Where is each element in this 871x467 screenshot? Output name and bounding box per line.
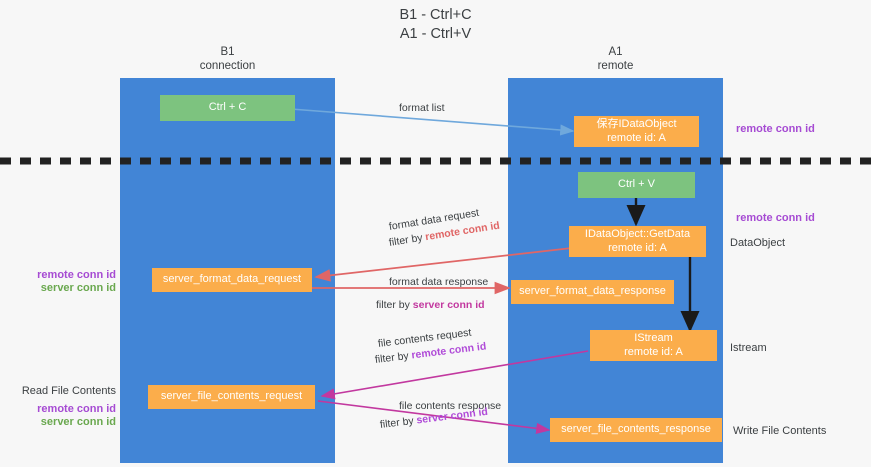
column-header-a1: A1 remote [508, 45, 723, 73]
box-server-format-data-response[interactable]: server_format_data_response [511, 280, 674, 304]
annotation-left-server-conn-id-2: server conn id [40, 416, 116, 428]
box-istream-line1: IStream [634, 332, 673, 344]
box-server-file-contents-response-label: server_file_contents_response [561, 423, 711, 436]
column-b1-role: connection [199, 60, 256, 72]
annotation-remote-conn-id-mid: remote conn id [736, 212, 815, 224]
annotation-left-remote-conn-id-2: remote conn id [37, 403, 116, 415]
box-getdata-line1: IDataObject::GetData [584, 228, 691, 240]
filter-prefix-3: filter by [374, 349, 413, 366]
annotation-left-remote-conn-id: remote conn id [37, 269, 116, 281]
column-b1-name: B1 [220, 46, 235, 58]
column-header-b1: B1 connection [120, 45, 335, 73]
box-idataobject-line2: remote id: A [607, 131, 666, 144]
flow-file-contents-response-text: file contents response [399, 400, 502, 412]
flow-label-file-contents-response: file contents response [399, 399, 501, 413]
annotation-dataobject: DataObject [730, 237, 786, 249]
flow-label-format-data-response-filter: filter by server conn id [376, 298, 485, 312]
page-title: B1 - Ctrl+C A1 - Ctrl+V [0, 6, 871, 44]
box-server-file-contents-request-label: server_file_contents_request [160, 390, 303, 403]
filter-prefix-4: filter by [379, 414, 418, 431]
box-ctrl-c[interactable]: Ctrl + C [160, 95, 295, 121]
annotation-read-file-contents: Read File Contents [21, 385, 116, 397]
annotation-left-server-conn-id: server conn id [40, 282, 116, 294]
box-istream-line2: remote id: A [624, 345, 683, 358]
box-ctrl-v[interactable]: Ctrl + V [578, 172, 695, 198]
filter-key-server-conn-id-1: server conn id [412, 299, 485, 311]
filter-prefix-1: filter by [388, 231, 427, 249]
column-a1-name: A1 [608, 46, 623, 58]
box-server-file-contents-response[interactable]: server_file_contents_response [550, 418, 722, 442]
column-a1-role: remote [597, 60, 634, 72]
box-ctrl-c-label: Ctrl + C [208, 101, 247, 114]
box-server-format-data-response-label: server_format_data_response [519, 285, 666, 298]
box-server-format-data-request[interactable]: server_format_data_request [152, 268, 312, 292]
title-line-1: B1 - Ctrl+C [399, 7, 472, 23]
flow-label-format-data-response: format data response [389, 275, 488, 289]
box-getdata-line2: remote id: A [608, 241, 667, 254]
flow-label-format-list: format list [399, 101, 445, 115]
box-istream[interactable]: IStream remote id: A [590, 330, 717, 361]
box-idataobject-getdata[interactable]: IDataObject::GetData remote id: A [569, 226, 706, 257]
box-server-format-data-request-label: server_format_data_request [162, 273, 302, 286]
title-line-2: A1 - Ctrl+V [399, 26, 472, 42]
box-idataobject[interactable]: 保存IDataObject remote id: A [574, 116, 699, 147]
filter-prefix-2: filter by [376, 299, 413, 311]
annotation-remote-conn-id-top: remote conn id [736, 123, 815, 135]
flow-format-data-response-text: format data response [389, 276, 489, 288]
flow-format-list-text: format list [399, 102, 445, 114]
annotation-istream: Istream [730, 342, 767, 354]
box-idataobject-line1: 保存IDataObject [596, 118, 677, 130]
box-server-file-contents-request[interactable]: server_file_contents_request [148, 385, 315, 409]
box-ctrl-v-label: Ctrl + V [618, 178, 655, 191]
annotation-write-file-contents: Write File Contents [733, 425, 827, 437]
